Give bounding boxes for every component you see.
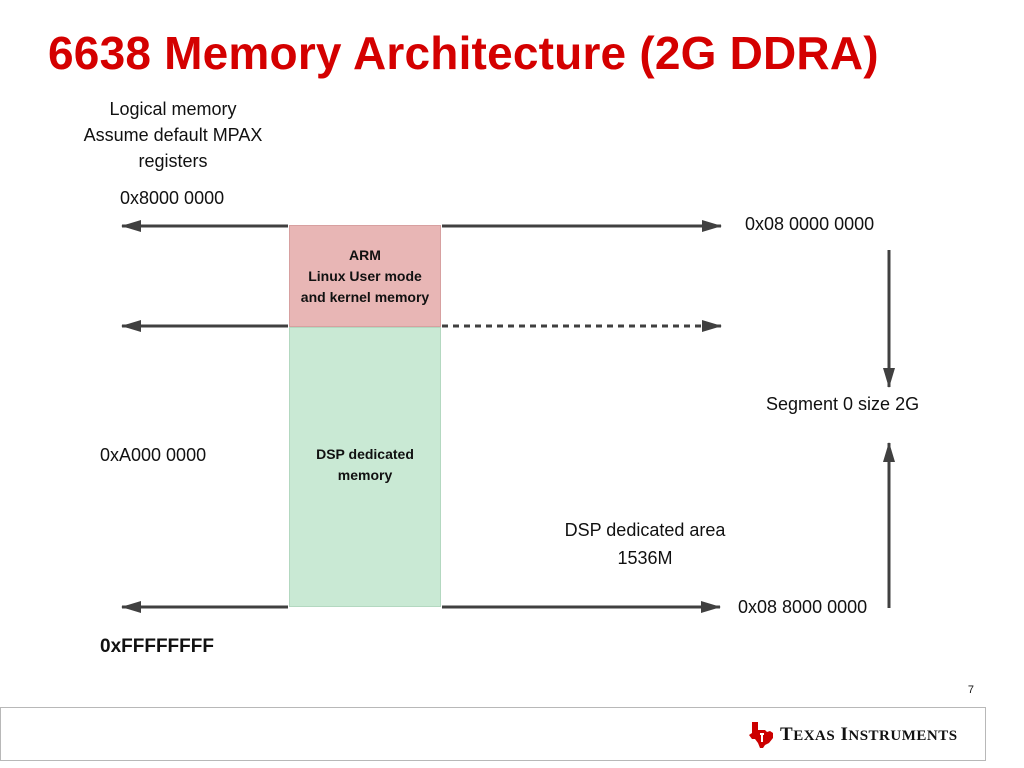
logical-label-line-3: registers (138, 151, 208, 171)
logical-label-line-1: Logical memory (109, 99, 237, 119)
page-number: 7 (967, 684, 974, 696)
logical-label-line-2: Assume default MPAX (83, 125, 263, 145)
dsp-area-line-1: DSP dedicated area (564, 520, 726, 540)
footer-bar (0, 707, 986, 761)
dsp-block-line-2: memory (337, 467, 393, 483)
slide-title: 6638 Memory Architecture (2G DDRA) (48, 27, 879, 79)
address-logical-mid: 0xA000 0000 (100, 445, 207, 465)
address-logical-top: 0x8000 0000 (120, 188, 225, 208)
dsp-area-label: DSP dedicated area 1536M (540, 516, 750, 572)
ti-wordmark-part1: TEXAS (780, 724, 836, 745)
arm-block-line-3: and kernel memory (300, 288, 430, 305)
address-physical-bottom: 0x08 8000 0000 (738, 597, 868, 617)
arm-block-line-1: ARM (349, 246, 381, 263)
ti-logo: TEXAS INSTRUMENTS (748, 720, 958, 750)
arm-block-line-2: Linux User mode (308, 267, 422, 284)
dsp-area-line-2: 1536M (617, 548, 673, 568)
texas-state-icon (749, 722, 773, 748)
arm-memory-block: ARM Linux User mode and kernel memory (289, 225, 441, 327)
address-physical-top: 0x08 0000 0000 (745, 214, 875, 234)
ti-wordmark-part2: INSTRUMENTS (840, 724, 958, 745)
address-logical-end: 0xFFFFFFFF (100, 636, 214, 657)
dsp-block-line-1: DSP dedicated (316, 446, 414, 462)
segment-size-label: Segment 0 size 2G (766, 394, 920, 414)
ti-wordmark: TEXAS INSTRUMENTS (780, 724, 958, 746)
logical-memory-label: Logical memory Assume default MPAX regis… (68, 96, 278, 174)
dsp-memory-block: DSP dedicated memory (289, 327, 441, 607)
